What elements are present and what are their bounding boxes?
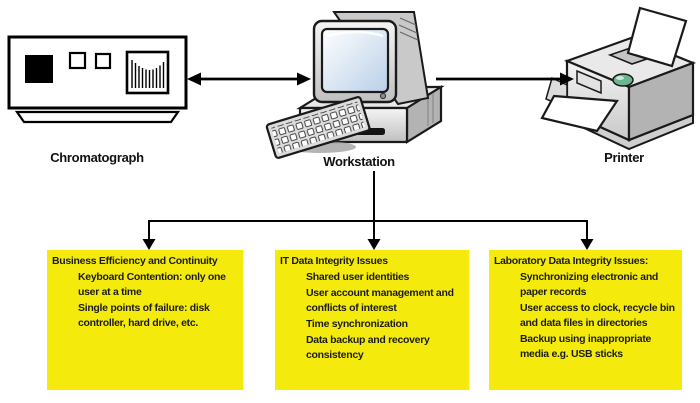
arrow-workstation-printer: [436, 72, 574, 86]
issue-box-title: IT Data Integrity Issues: [280, 255, 388, 267]
list-item: Data backup and recovery consistency: [306, 334, 430, 361]
monitor-vent-lines: [398, 17, 419, 41]
workstation-label: Workstation: [323, 154, 395, 169]
chromatograph-label: Chromatograph: [50, 150, 144, 165]
issue-box-title: Laboratory Data Integrity Issues:: [494, 255, 649, 267]
list-item: Backup using inappropriate media e.g. US…: [520, 333, 652, 360]
laser-printer-icon: [540, 6, 697, 151]
monitor-screen: [320, 27, 390, 94]
case-side-lines: [427, 93, 434, 126]
list-item: Shared user identities: [306, 271, 410, 283]
arrowhead-down-right: [580, 239, 594, 250]
issue-box-business-efficiency: Business Efficiency and Continuity Keybo…: [47, 250, 243, 390]
chromatograph-display: [125, 50, 170, 95]
paper-sheet-top: [626, 6, 688, 68]
chromatograph-base: [14, 110, 181, 124]
keyboard-keys: [271, 101, 366, 154]
list-item: Single points of failure: disk controlle…: [78, 302, 210, 329]
chromatograph-icon: [7, 35, 188, 124]
chromatograph-button-left: [68, 51, 87, 70]
branch-connector: [142, 171, 594, 250]
arrow-chromatograph-workstation: [187, 72, 311, 86]
chromatograph-dark-panel: [25, 55, 53, 83]
printer-panel: [576, 69, 602, 95]
list-item: User account management and conflicts of…: [306, 287, 454, 314]
keyboard: [265, 96, 371, 159]
desktop-computer-icon: [265, 11, 445, 159]
chromatogram-bars: [131, 60, 165, 88]
monitor-power-button: [379, 92, 387, 100]
arrowhead-right: [560, 72, 574, 86]
arrowhead-down-center: [367, 239, 381, 250]
arrowhead-left: [187, 72, 201, 86]
issue-box-lab-data-integrity: Laboratory Data Integrity Issues: Synchr…: [489, 250, 682, 390]
list-item: Time synchronization: [306, 318, 408, 330]
list-item: Keyboard Contention: only one user at a …: [78, 271, 226, 298]
printer-label: Printer: [604, 150, 644, 165]
printer-side: [627, 61, 695, 142]
list-item: User access to clock, recycle bin and da…: [520, 302, 675, 329]
paper-sheet-output: [540, 94, 619, 133]
chromatograph-button-right: [94, 52, 112, 70]
arrowhead-down-left: [142, 239, 156, 250]
printer-power-button: [612, 73, 634, 87]
printer-button-highlight: [616, 76, 624, 80]
issue-box-title: Business Efficiency and Continuity: [52, 255, 218, 267]
screen-highlight: [326, 30, 384, 38]
list-item: Synchronizing electronic and paper recor…: [520, 271, 659, 298]
issue-box-it-data-integrity: IT Data Integrity Issues Shared user ide…: [275, 250, 469, 390]
arrowhead-right: [297, 72, 311, 86]
